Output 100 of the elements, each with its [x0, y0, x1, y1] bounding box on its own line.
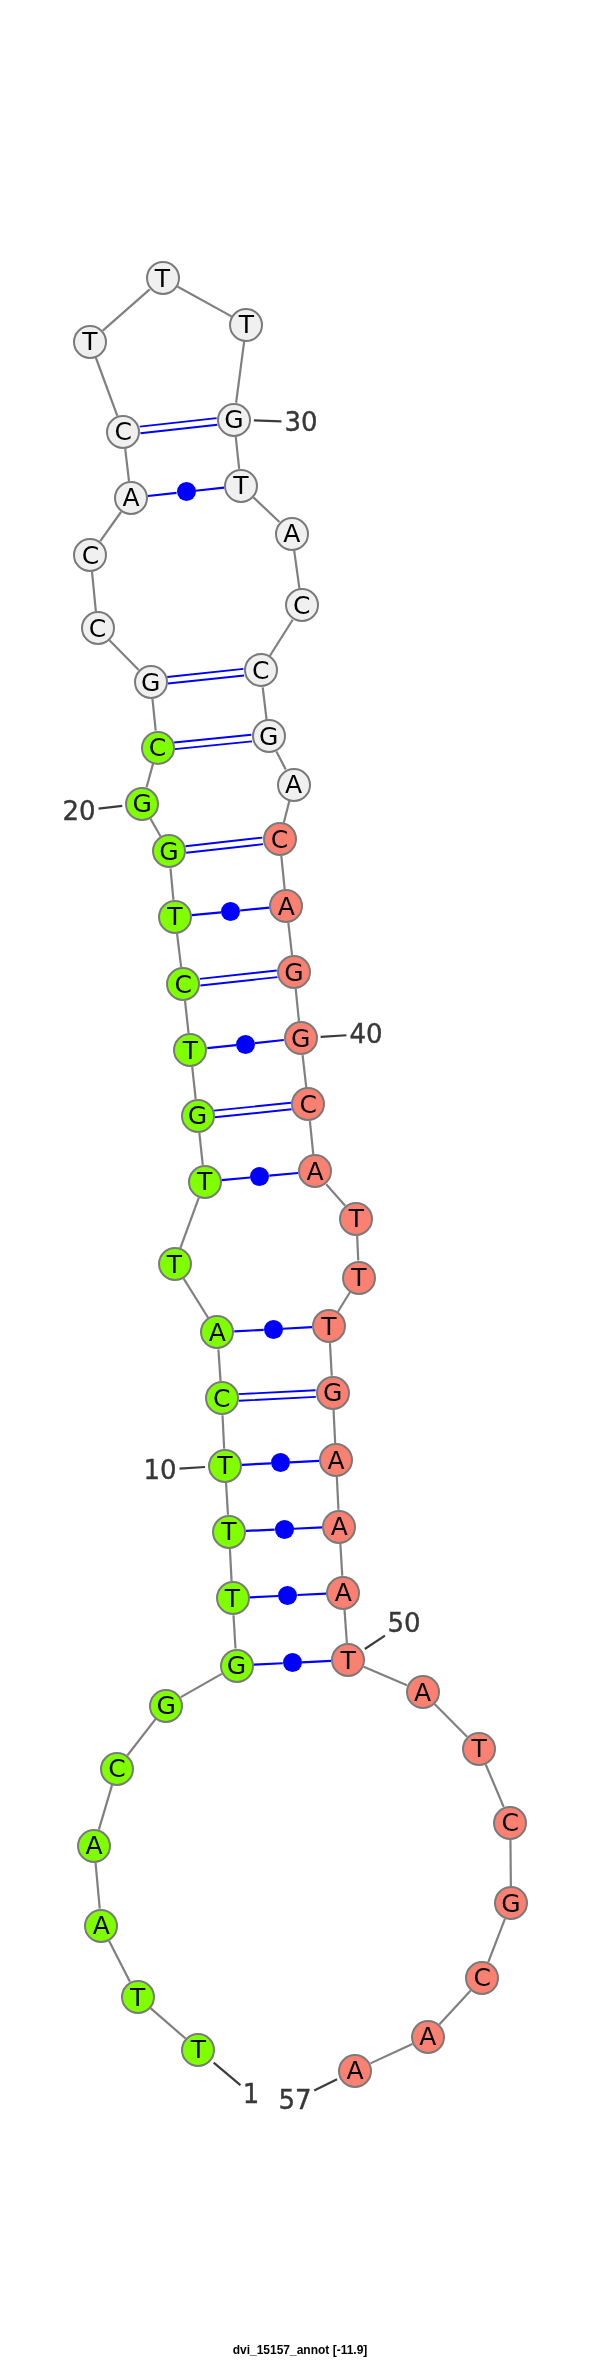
- base-pair-line: [138, 417, 219, 435]
- backbone-line: [328, 1343, 333, 1376]
- nucleotide-circle: G: [149, 1688, 184, 1723]
- backbone-line: [175, 933, 183, 968]
- base-pair-line: [289, 1459, 320, 1464]
- nucleotide-circle: G: [219, 1648, 254, 1683]
- backbone-line: [108, 1940, 131, 1983]
- nucleotide-circle: A: [276, 767, 311, 802]
- backbone-line: [252, 496, 281, 523]
- backbone-line: [287, 922, 294, 956]
- nucleotide-circle: G: [251, 719, 286, 754]
- nucleotide-circle: G: [133, 665, 168, 699]
- backbone-line: [97, 1784, 114, 1830]
- nucleotide-circle: G: [180, 1098, 215, 1133]
- nucleotide-circle: T: [158, 899, 192, 934]
- backbone-line: [509, 1839, 512, 1886]
- nucleotide-circle: G: [283, 1021, 318, 1056]
- nucleotide-circle: T: [157, 1247, 192, 1281]
- nucleotide-circle: T: [181, 2032, 216, 2067]
- base-pair-line: [198, 969, 279, 987]
- backbone-line: [176, 285, 233, 318]
- base-pair-line: [245, 1528, 275, 1532]
- backbone-line: [145, 763, 155, 788]
- backbone-line: [198, 1132, 204, 1165]
- leader-line: [213, 2061, 242, 2086]
- backbone-line: [179, 1197, 200, 1249]
- backbone-line: [149, 817, 162, 838]
- leader-line: [313, 2078, 338, 2092]
- base-pair-line: [293, 1526, 323, 1530]
- nucleotide-circle: T: [73, 324, 107, 359]
- backbone-line: [337, 1291, 351, 1313]
- leader-line: [320, 1034, 347, 1038]
- base-pair-line: [253, 1662, 283, 1666]
- backbone-line: [235, 341, 246, 403]
- backbone-line: [275, 750, 287, 770]
- position-number: 57: [278, 2087, 312, 2113]
- nucleotide-circle: A: [200, 1315, 235, 1350]
- backbone-line: [169, 868, 175, 900]
- leader-line: [179, 1465, 206, 1470]
- nucleotide-circle: C: [140, 730, 175, 765]
- nucleotide-circle: A: [405, 1675, 440, 1709]
- nucleotide-circle: T: [224, 468, 258, 503]
- backbone-line: [293, 550, 301, 589]
- nucleotide-circle: A: [338, 2053, 372, 2088]
- nucleotide-circle: C: [291, 1087, 326, 1122]
- backbone-line: [90, 571, 97, 612]
- dot-icon: [263, 1319, 283, 1339]
- nucleotide-circle: C: [465, 1960, 500, 1995]
- position-number: 20: [62, 798, 96, 824]
- nucleotide-circle: C: [99, 1751, 134, 1786]
- base-pair-line: [147, 491, 177, 498]
- backbone-line: [339, 1543, 344, 1576]
- leader-line: [98, 804, 123, 810]
- backbone-line: [433, 1703, 468, 1738]
- backbone-line: [182, 1277, 210, 1319]
- nucleotide-circle: G: [277, 955, 311, 989]
- backbone-line: [261, 687, 268, 720]
- backbone-line: [280, 855, 286, 890]
- nucleotide-circle: T: [462, 1731, 497, 1766]
- backbone-line: [484, 1764, 505, 1808]
- backbone-line: [108, 639, 140, 671]
- nucleotide-circle: G: [494, 1886, 528, 1920]
- leader-line: [364, 1634, 386, 1650]
- dot-icon: [236, 1034, 256, 1054]
- backbone-line: [183, 1000, 190, 1034]
- nucleotide-circle: C: [243, 653, 278, 688]
- nucleotide-circle: T: [312, 1309, 346, 1344]
- backbone-line: [217, 1349, 222, 1382]
- backbone-line: [335, 1476, 340, 1510]
- position-number: 40: [349, 1021, 383, 1047]
- nucleotide-circle: C: [204, 1381, 239, 1416]
- backbone-line: [369, 2043, 413, 2065]
- backbone-line: [102, 288, 151, 332]
- nucleotide-circle: A: [298, 1154, 332, 1189]
- base-pair-line: [234, 1328, 264, 1333]
- base-pair-line: [237, 1389, 317, 1402]
- caption: dvi_15157_annot [-11.9]: [232, 2344, 368, 2358]
- backbone-line: [99, 511, 123, 542]
- nucleotide-circle: T: [145, 261, 180, 296]
- backbone-line: [94, 357, 119, 417]
- nucleotide-circle: A: [410, 2019, 445, 2054]
- backbone-line: [343, 1609, 348, 1644]
- nucleotide-circle: T: [212, 1514, 246, 1549]
- backbone-line: [151, 698, 157, 731]
- nucleotide-circle: A: [269, 889, 304, 923]
- base-pair-line: [213, 1101, 293, 1119]
- nucleotide-circle: C: [493, 1805, 528, 1840]
- backbone-line: [301, 1054, 308, 1088]
- nucleotide-circle: C: [106, 414, 141, 449]
- dot-icon: [282, 1653, 302, 1673]
- nucleotide-circle: C: [80, 611, 115, 646]
- nucleotide-circle: T: [339, 1201, 374, 1236]
- nucleotide-circle: G: [216, 402, 251, 437]
- nucleotide-circle: T: [173, 1033, 208, 1067]
- nucleotide-circle: A: [319, 1443, 353, 1477]
- base-pair-line: [166, 667, 246, 685]
- dot-icon: [250, 1167, 270, 1187]
- backbone-line: [438, 1989, 472, 2026]
- position-number: 10: [143, 1457, 177, 1483]
- backbone-line: [487, 1918, 506, 1963]
